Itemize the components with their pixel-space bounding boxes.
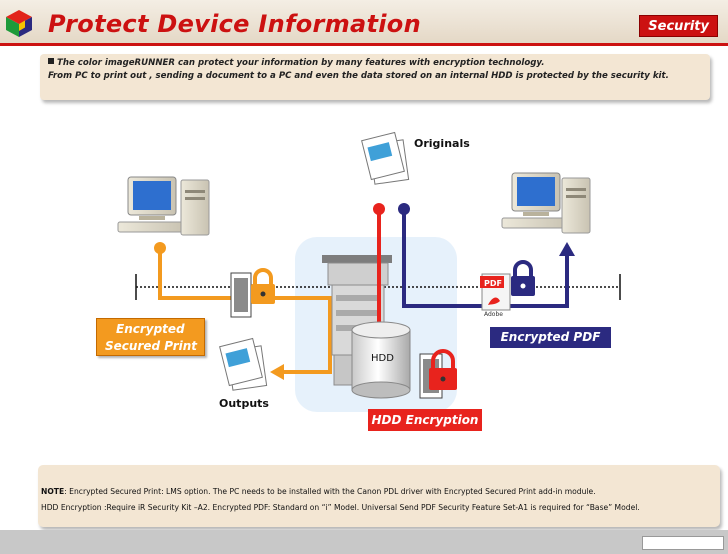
intro-line-2: From PC to print out , sending a documen… [48,71,669,81]
hdd-lock-icon [419,349,457,399]
security-tag-badge: Security [639,15,718,37]
originals-document-icon [361,131,410,185]
encrypted-secured-print-line-2: Secured Print [105,339,197,353]
right-pc-icon [501,172,591,234]
hdd-cylinder-icon [351,321,411,399]
encrypted-secured-print-box: Encrypted Secured Print [96,318,205,356]
footer-bar [0,530,728,554]
header-bar: Protect Device Information Security [0,0,728,46]
originals-label: Originals [414,137,470,150]
encrypted-secured-print-line-1: Encrypted [116,322,185,336]
note-label: NOTE [41,487,65,496]
intro-text-1: The color imageRUNNER can protect your i… [57,58,545,68]
bullet-icon [48,58,54,64]
outputs-label: Outputs [219,397,269,410]
note-line-2: HDD Encryption :Require iR Security Kit … [41,503,640,512]
hdd-encryption-box: HDD Encryption [368,409,482,431]
note-line-1: NOTE: Encrypted Secured Print: LMS optio… [41,484,720,500]
secured-print-lock-icon [230,268,275,318]
intro-line-1: The color imageRUNNER can protect your i… [48,57,702,70]
page-title: Protect Device Information [48,10,421,38]
encrypted-pdf-box: Encrypted PDF [490,327,611,348]
note-panel: NOTE: Encrypted Secured Print: LMS optio… [38,465,720,527]
pdf-file-icon: PDF Adobe [480,273,511,318]
adobe-label: Adobe [484,311,503,318]
intro-panel: The color imageRUNNER can protect your i… [40,54,710,100]
hdd-label: HDD [371,353,394,364]
secured-print-flow [154,242,332,380]
page-number-box [642,536,724,550]
note-text-1: : Encrypted Secured Print: LMS option. T… [64,487,596,496]
canon-cube-logo-icon [6,10,32,37]
pdf-label: PDF [484,279,502,288]
left-pc-icon [117,176,210,236]
pdf-lock-icon [511,260,535,296]
outputs-document-icon [219,337,268,391]
